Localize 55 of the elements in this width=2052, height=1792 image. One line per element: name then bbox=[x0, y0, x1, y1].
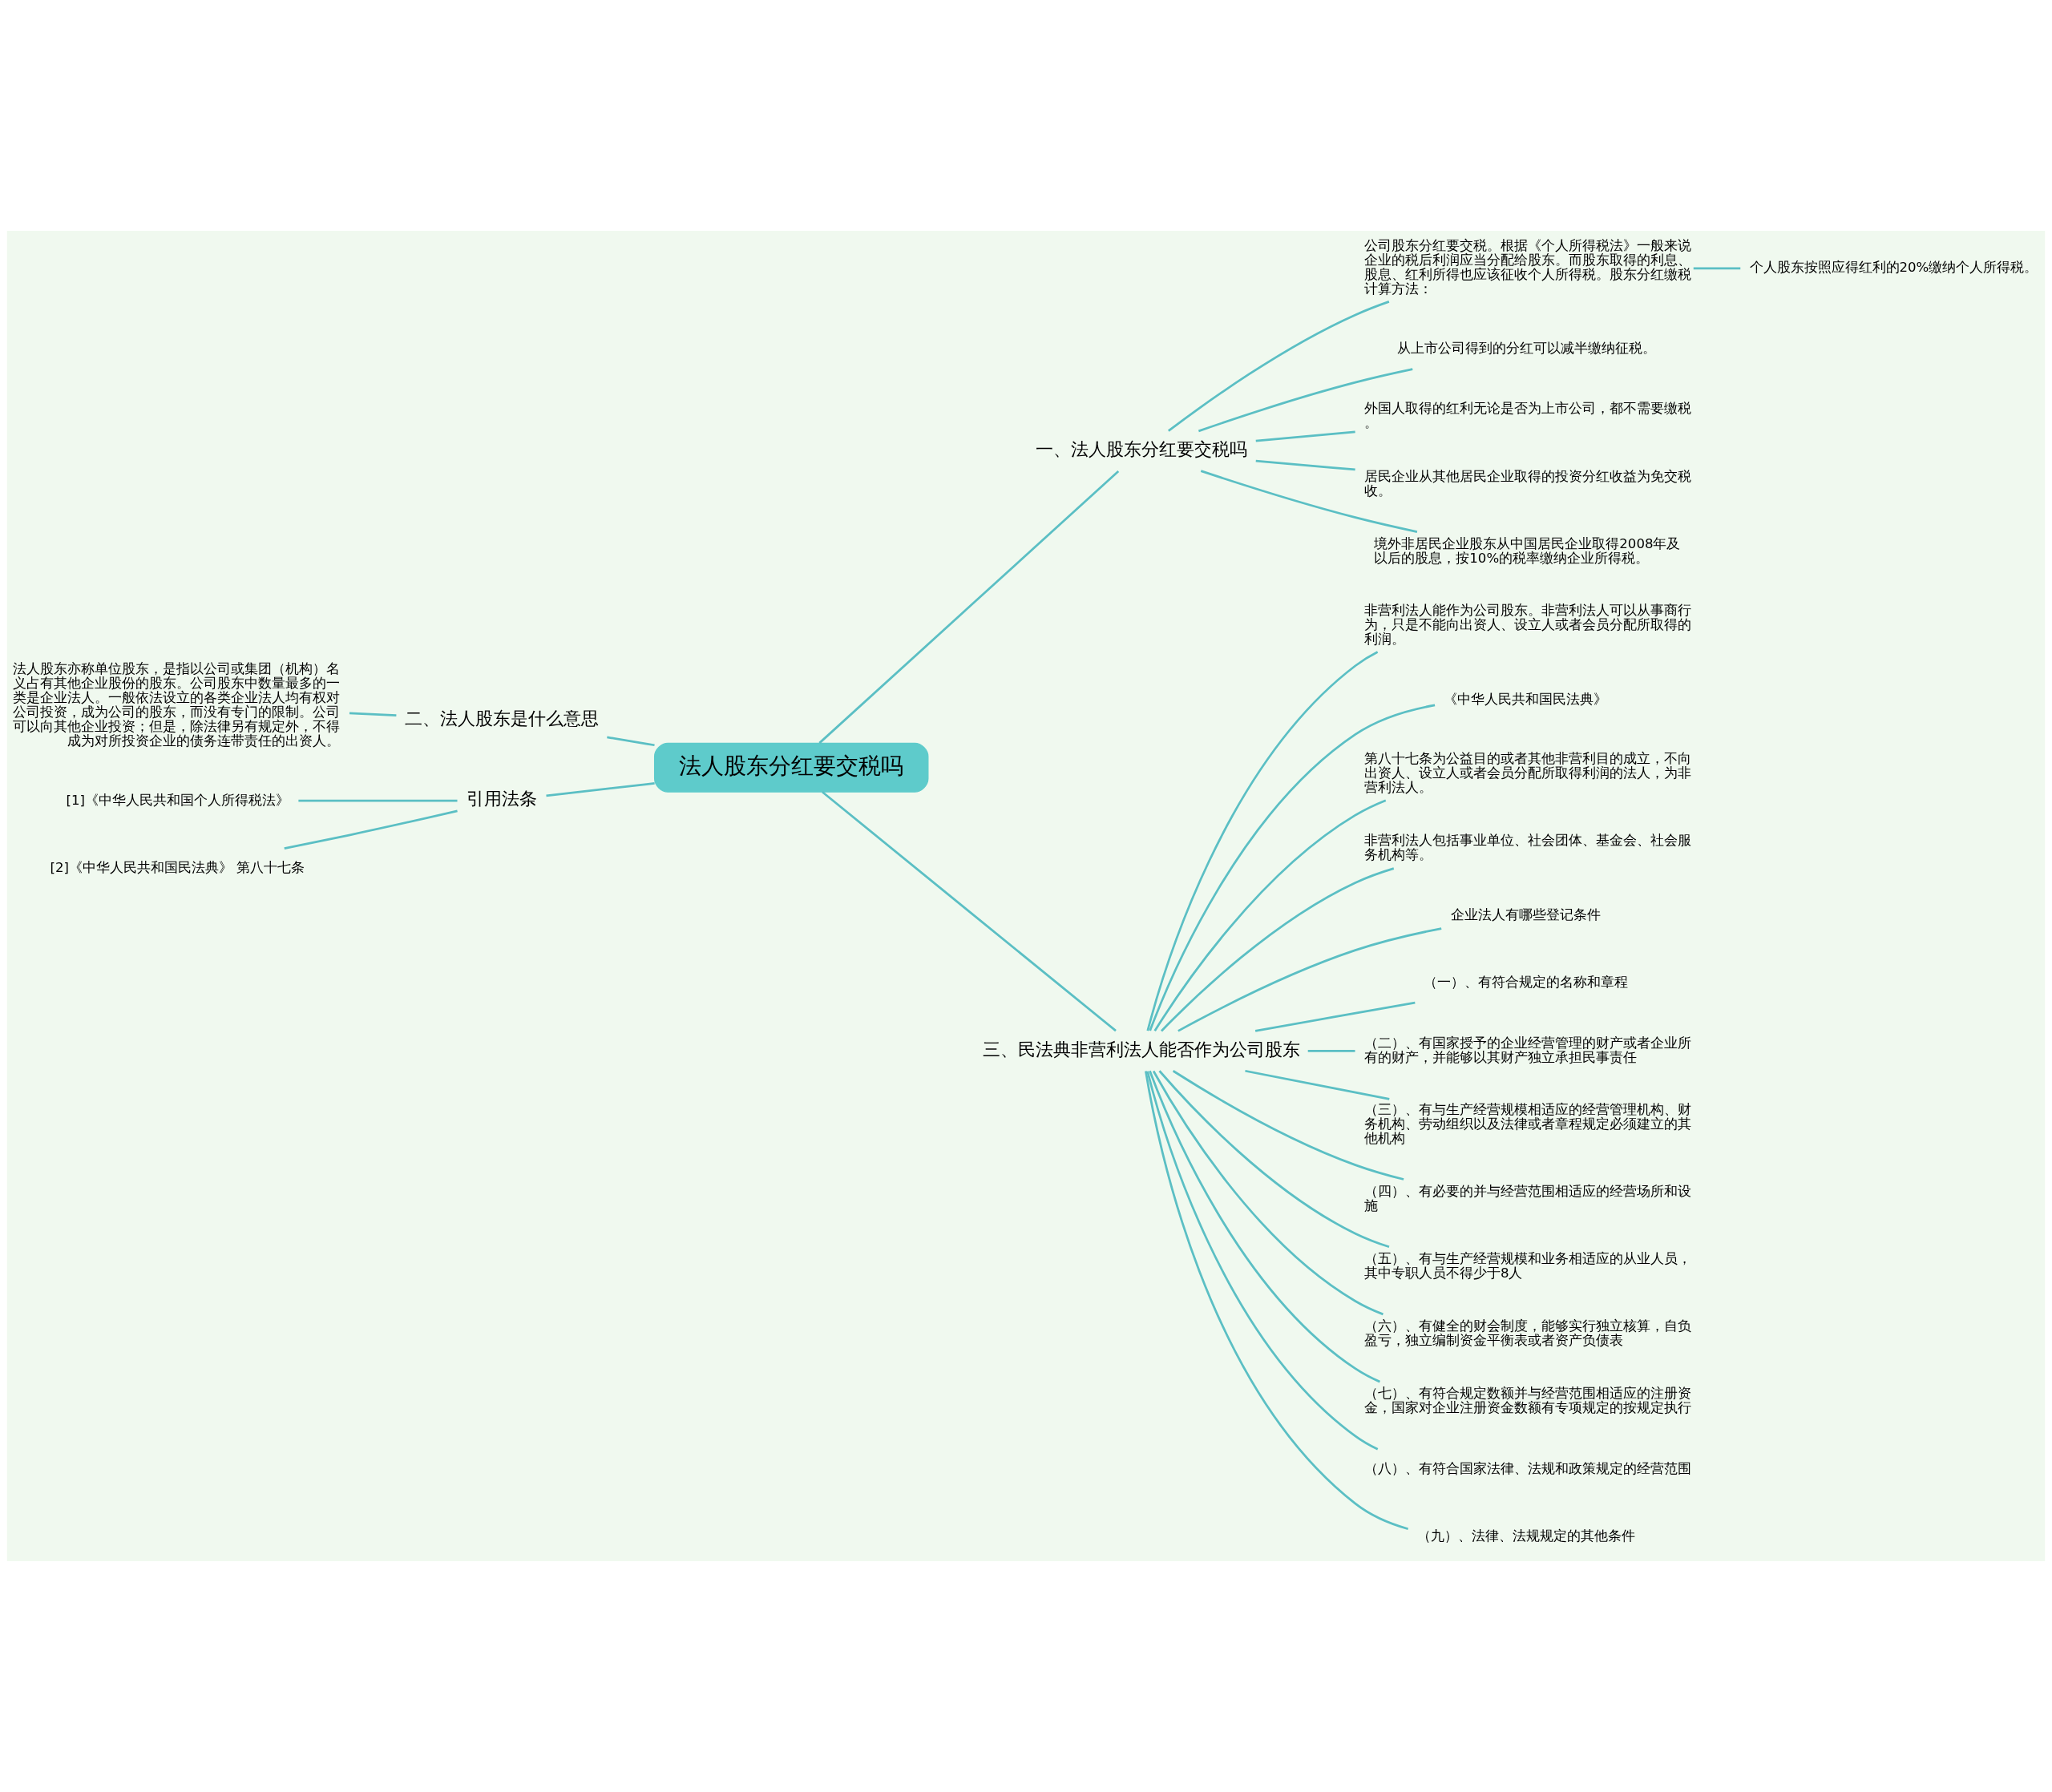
node-text: （三）、有与生产经营规模相适应的经营管理机构、财务机构、劳动组织以及法律或者章程规定必须建立的其他机构 bbox=[1363, 1102, 1691, 1147]
node-text: （二）、有国家授予的企业经营管理的财产或者企业所有的财产，并能够以其财产独立承担民事责任 bbox=[1363, 1035, 1691, 1065]
connector bbox=[1200, 470, 1418, 533]
connector bbox=[1172, 1070, 1404, 1181]
connector bbox=[818, 470, 1120, 745]
node-text: （九）、法律、法规规定的其他条件 bbox=[1417, 1528, 1636, 1544]
node-text: 法人股东亦称单位股东，是指以公司或集团（机构）名义占有其他企业股份的股东。公司股东中数量最多的一类是企业法人。一般依法设立的各类企业法人均有权对公司投资，成为公司的股东，而没有专门的限制。公司可以向其他企业投资；但是，除法律另有规定外，不得成为对所投资企业的债务连带责任的出资人。 bbox=[13, 660, 341, 749]
connector bbox=[546, 782, 655, 797]
node-text: 公司股东分红要交税。根据《个人所得税法》一般来说企业的税后利润应当分配给股东。而股东取得的利息、股息、红利所得也应该征收个人所得税。股东分红缴税计算方法： bbox=[1363, 238, 1691, 297]
connector bbox=[1152, 1070, 1383, 1316]
connector bbox=[1167, 301, 1390, 432]
node-text: 第八十七条为公益目的或者其他非营利目的成立，不向出资人、设立人或者会员分配所取得利润的法人，为非营利法人。 bbox=[1363, 751, 1691, 796]
node-text: 三、民法典非营利法人能否作为公司股东 bbox=[983, 1038, 1301, 1059]
connector bbox=[1161, 867, 1395, 1032]
node-text: 境外非居民企业股东从中国居民企业取得2008年及以后的股息，按10%的税率缴纳企业所得税。 bbox=[1374, 535, 1681, 566]
node-text: 《中华人民共和国民法典》 bbox=[1444, 691, 1608, 707]
node-text: 一、法人股东分红要交税吗 bbox=[1036, 438, 1248, 460]
connector bbox=[1146, 651, 1379, 1031]
node-text: （八）、有符合国家法律、法规和政策规定的经营范围 bbox=[1363, 1460, 1691, 1476]
connector bbox=[1255, 459, 1355, 471]
connector bbox=[1158, 1070, 1390, 1249]
node-text: [2]《中华人民共和国民法典》 第八十七条 bbox=[50, 859, 305, 875]
node-text: 二、法人股东是什么意思 bbox=[405, 707, 600, 729]
node-text: 企业法人有哪些登记条件 bbox=[1450, 907, 1601, 923]
connector bbox=[1146, 1071, 1379, 1451]
node-text: （七）、有符合规定数额并与经营范围相适应的注册资金，国家对企业注册资金数额有专项规定的按规定执行 bbox=[1363, 1386, 1691, 1416]
node-text: 非营利法人能作为公司股东。非营利法人可以从事商行为，只是不能向出资人、设立人或者会员分配所取得的利润。 bbox=[1363, 603, 1691, 648]
connector bbox=[1254, 1001, 1416, 1032]
node-text: （六）、有健全的财会制度，能够实行独立核算，自负盈亏，独立编制资金平衡表或者资产负债表 bbox=[1363, 1318, 1691, 1349]
connector bbox=[349, 712, 397, 716]
node-text: 从上市公司得到的分红可以减半缴纳征税。 bbox=[1397, 341, 1657, 357]
node-text: 非营利法人包括事业单位、社会团体、基金会、社会服务机构等。 bbox=[1363, 832, 1691, 862]
connector bbox=[1307, 1049, 1355, 1052]
connector bbox=[1149, 1070, 1380, 1383]
node-text: [1]《中华人民共和国个人所得税法》 bbox=[66, 792, 289, 808]
node-text: 居民企业从其他居民企业取得的投资分红收益为免交税收。 bbox=[1363, 468, 1691, 498]
connector bbox=[284, 809, 458, 850]
connector bbox=[1149, 704, 1436, 1031]
node-box: 法人股东分红要交税吗 bbox=[653, 742, 929, 793]
connector bbox=[1153, 799, 1387, 1031]
connector bbox=[298, 799, 458, 802]
node-text: 外国人取得的红利无论是否为上市公司，都不需要缴税。 bbox=[1363, 401, 1691, 431]
connector bbox=[607, 736, 655, 747]
node-text: （一）、有符合规定的名称和章程 bbox=[1424, 975, 1629, 991]
connector bbox=[1245, 1069, 1390, 1100]
connector bbox=[1693, 267, 1741, 270]
node-text: 引用法条 bbox=[467, 788, 538, 809]
node-text: （四）、有必要的并与经营范围相适应的经营场所和设施 bbox=[1363, 1183, 1691, 1213]
connector bbox=[1145, 1071, 1409, 1531]
connector bbox=[1177, 927, 1442, 1032]
connector bbox=[822, 791, 1117, 1032]
node-text: 个人股东按照应得红利的20%缴纳个人所得税。 bbox=[1749, 260, 2038, 276]
node-text: （五）、有与生产经营规模和业务相适应的从业人员，其中专职人员不得少于8人 bbox=[1363, 1250, 1691, 1281]
connector bbox=[1198, 368, 1413, 433]
connector bbox=[1255, 430, 1355, 442]
